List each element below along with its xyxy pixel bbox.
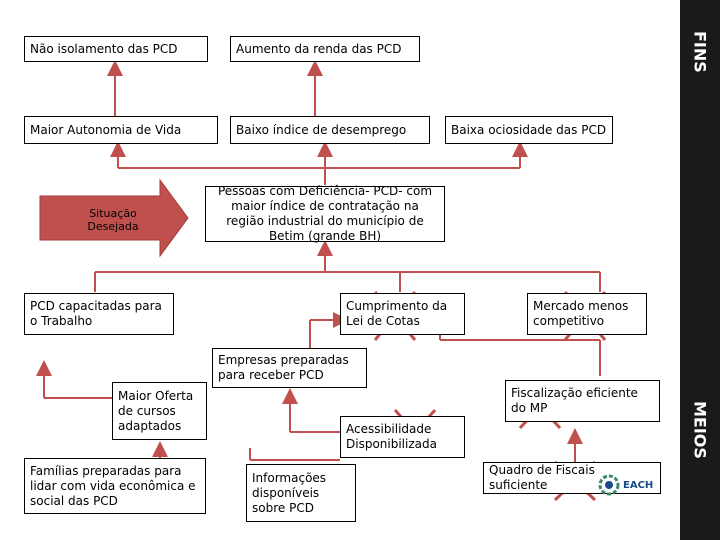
each-logo: EACH [598, 474, 664, 496]
box-baixo-desemprego-text: Baixo índice de desemprego [236, 122, 407, 137]
box-cumprimento-lei: Cumprimento da Lei de Cotas [340, 293, 465, 335]
meios-label: MEIOS [690, 401, 710, 459]
box-aumento-renda-text: Aumento da renda das PCD [236, 41, 402, 56]
box-acessibilidade: Acessibilidade Disponibilizada [340, 416, 465, 458]
box-familias-text: Famílias preparadas para lidar com vida … [30, 463, 196, 508]
box-familias: Famílias preparadas para lidar com vida … [24, 458, 206, 514]
right-sidebar [680, 0, 720, 540]
box-maior-autonomia-text: Maior Autonomia de Vida [30, 122, 182, 137]
box-pcd-capacitadas: PCD capacitadas para o Trabalho [24, 293, 174, 335]
box-aumento-renda: Aumento da renda das PCD [230, 36, 420, 62]
box-maior-autonomia: Maior Autonomia de Vida [24, 116, 218, 144]
box-nao-isolamento-text: Não isolamento das PCD [30, 41, 178, 56]
each-logo-icon [598, 474, 620, 496]
box-central-goal-text: Pessoas com Deficiência- PCD- com maior … [217, 184, 433, 243]
box-nao-isolamento: Não isolamento das PCD [24, 36, 208, 62]
box-baixa-ociosidade-text: Baixa ociosidade das PCD [451, 122, 607, 137]
box-fiscalizacao-text: Fiscalização eficiente do MP [511, 386, 638, 415]
box-fiscalizacao: Fiscalização eficiente do MP [505, 380, 660, 422]
box-maior-oferta-text: Maior Oferta de cursos adaptados [118, 388, 194, 433]
box-central-goal: Pessoas com Deficiência- PCD- com maior … [205, 184, 445, 243]
box-mercado-menos-text: Mercado menos competitivo [533, 299, 629, 328]
box-maior-oferta: Maior Oferta de cursos adaptados [112, 382, 207, 440]
box-acessibilidade-text: Acessibilidade Disponibilizada [346, 422, 437, 451]
box-quadro-fiscais: Quadro de Fiscais suficiente [483, 462, 661, 494]
situacao-desejada-arrow [39, 178, 189, 258]
fins-label: FINS [690, 31, 710, 73]
box-mercado-menos: Mercado menos competitivo [527, 293, 647, 335]
box-baixa-ociosidade: Baixa ociosidade das PCD [445, 116, 613, 144]
box-empresas-preparadas: Empresas preparadas para receber PCD [212, 348, 367, 388]
box-empresas-preparadas-text: Empresas preparadas para receber PCD [218, 353, 349, 382]
box-quadro-fiscais-text: Quadro de Fiscais suficiente [489, 463, 595, 492]
box-baixo-desemprego: Baixo índice de desemprego [230, 116, 430, 144]
box-cumprimento-lei-text: Cumprimento da Lei de Cotas [346, 299, 448, 328]
box-informacoes: Informações disponíveis sobre PCD [246, 464, 356, 522]
each-logo-text: EACH [623, 479, 654, 491]
situacao-desejada-label: Situação Desejada [87, 207, 139, 233]
box-informacoes-text: Informações disponíveis sobre PCD [252, 470, 327, 515]
box-pcd-capacitadas-text: PCD capacitadas para o Trabalho [30, 299, 162, 328]
